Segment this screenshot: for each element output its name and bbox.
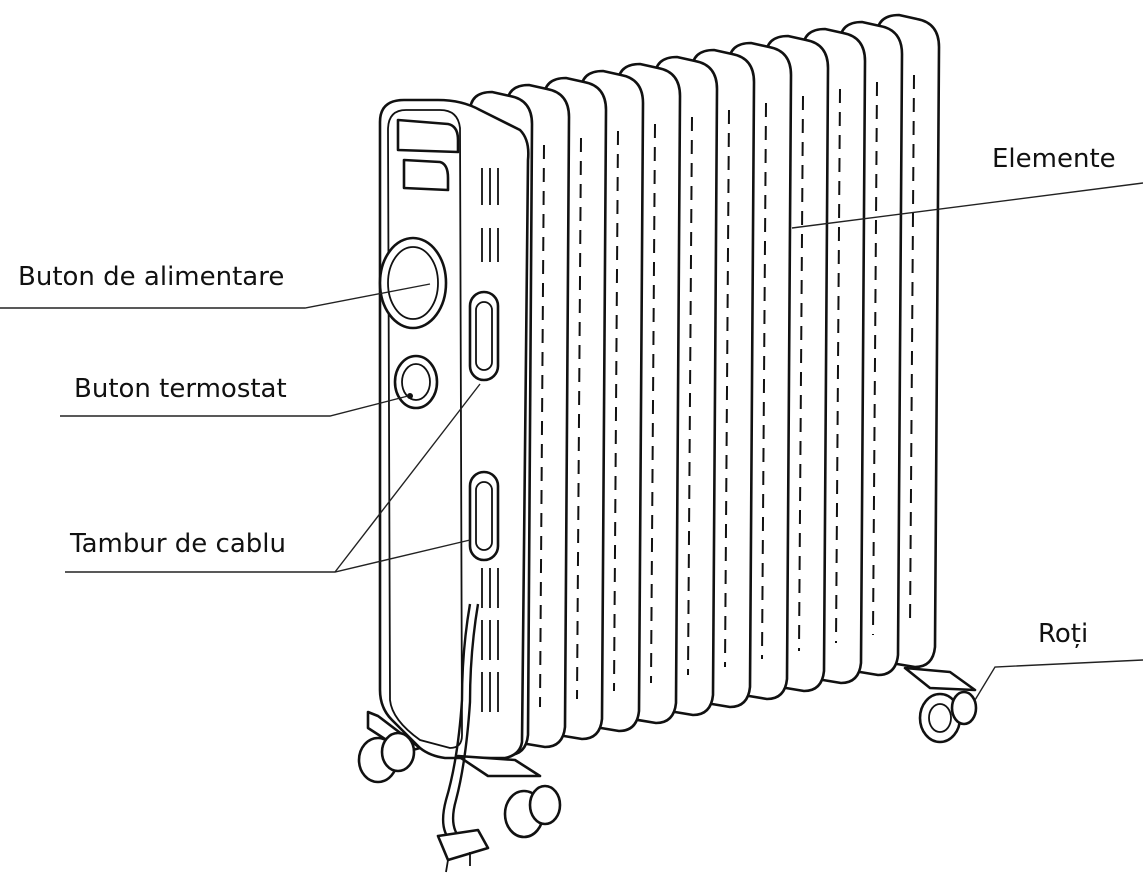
- power-knob: [378, 236, 448, 330]
- side-vents: [481, 168, 499, 712]
- fin-seam: [687, 116, 693, 676]
- label-cable-drum: Tambur de cablu: [70, 529, 286, 559]
- label-power-button: Buton de alimentare: [18, 262, 285, 292]
- fin-seam: [539, 144, 545, 708]
- rear-right-wheel: [903, 666, 978, 744]
- handle-slot-lower: [402, 158, 450, 192]
- cable-drum-lower: [468, 470, 500, 562]
- plug: [436, 828, 490, 862]
- fin-seam: [761, 102, 767, 660]
- leader-lines: [0, 182, 1143, 701]
- fin-seam: [613, 130, 619, 692]
- cable-drum-upper: [468, 290, 500, 382]
- label-wheels: Roți: [1038, 619, 1089, 649]
- label-elements: Elemente: [992, 144, 1116, 174]
- power-cord: [436, 603, 490, 873]
- fin-seam: [724, 109, 730, 668]
- fin-seam: [650, 123, 656, 684]
- heating-elements: [466, 13, 941, 757]
- fin-seam: [835, 88, 841, 644]
- fin-seam: [872, 81, 878, 636]
- front-wheels: [357, 710, 562, 839]
- fin-seam: [909, 74, 915, 628]
- control-panel: [378, 98, 530, 760]
- fin-seam: [798, 95, 804, 652]
- label-thermostat-button: Buton termostat: [74, 374, 287, 404]
- fin-seam: [576, 137, 582, 700]
- handle-slot: [396, 118, 460, 154]
